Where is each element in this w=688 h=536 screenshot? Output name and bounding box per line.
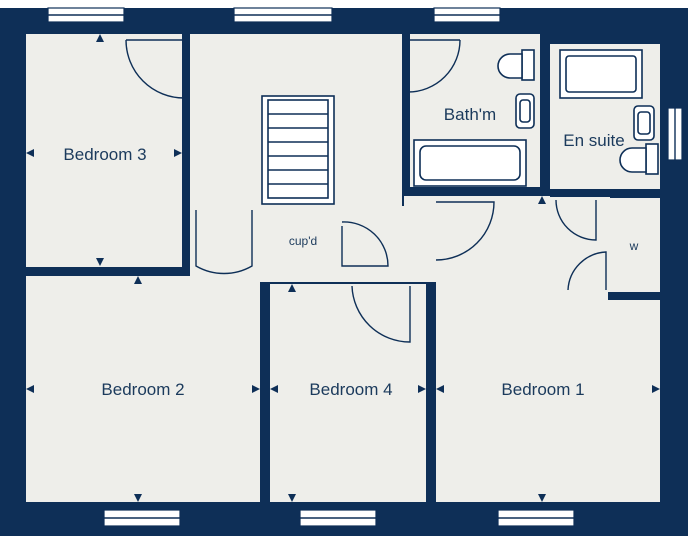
door-cupboard xyxy=(341,221,389,267)
basin-bathroom xyxy=(515,93,535,129)
toilet-bathroom xyxy=(497,49,535,81)
window-bedroom2 xyxy=(103,509,181,527)
bedroom4-label: Bedroom 4 xyxy=(309,380,392,399)
bath-south-wall xyxy=(402,187,550,196)
bedroom1-upper-floor xyxy=(550,192,610,302)
window-bedroom4 xyxy=(299,509,377,527)
bedroom4-floor xyxy=(270,284,426,502)
bath xyxy=(413,139,527,187)
door-wardrobe xyxy=(567,251,607,291)
bedroom1-floor xyxy=(436,282,660,502)
window-landing xyxy=(233,7,333,23)
door-bedroom2 xyxy=(195,210,253,275)
wardrobe-floor xyxy=(608,198,660,292)
bath-ensuite-wall xyxy=(540,44,550,194)
wardrobe-south-wall xyxy=(608,292,660,300)
cupboard-label: cup'd xyxy=(289,234,317,248)
window-ensuite xyxy=(667,107,683,161)
bedroom3-floor xyxy=(26,34,182,267)
landing-right-floor xyxy=(404,196,550,282)
cupboard-floor xyxy=(272,214,336,274)
basin-ensuite xyxy=(633,105,655,141)
door-bedroom4 xyxy=(351,285,411,343)
door-bedroom3 xyxy=(125,39,185,99)
doors xyxy=(125,39,607,343)
wardrobe-label: w xyxy=(629,239,639,253)
bedroom2-label: Bedroom 2 xyxy=(101,380,184,399)
bedroom1-label: Bedroom 1 xyxy=(501,380,584,399)
bathroom-label: Bath'm xyxy=(444,105,496,124)
door-bedroom1 xyxy=(435,201,495,261)
ensuite-south-wall xyxy=(550,189,660,197)
ensuite-label: En suite xyxy=(563,131,624,150)
inner-walls xyxy=(402,44,660,300)
windows xyxy=(47,7,683,527)
shower-tray xyxy=(559,49,643,99)
bathroom-fixtures xyxy=(413,49,659,187)
toilet-ensuite xyxy=(619,143,659,175)
window-bedroom3 xyxy=(47,7,125,23)
dimension-arrows xyxy=(26,34,660,502)
staircase xyxy=(261,95,335,205)
window-bedroom1 xyxy=(497,509,575,527)
bedroom2-floor xyxy=(26,276,260,502)
door-ensuite xyxy=(555,199,597,241)
bedroom3-label: Bedroom 3 xyxy=(63,145,146,164)
window-bathroom xyxy=(433,7,501,23)
door-bathroom xyxy=(407,39,461,93)
